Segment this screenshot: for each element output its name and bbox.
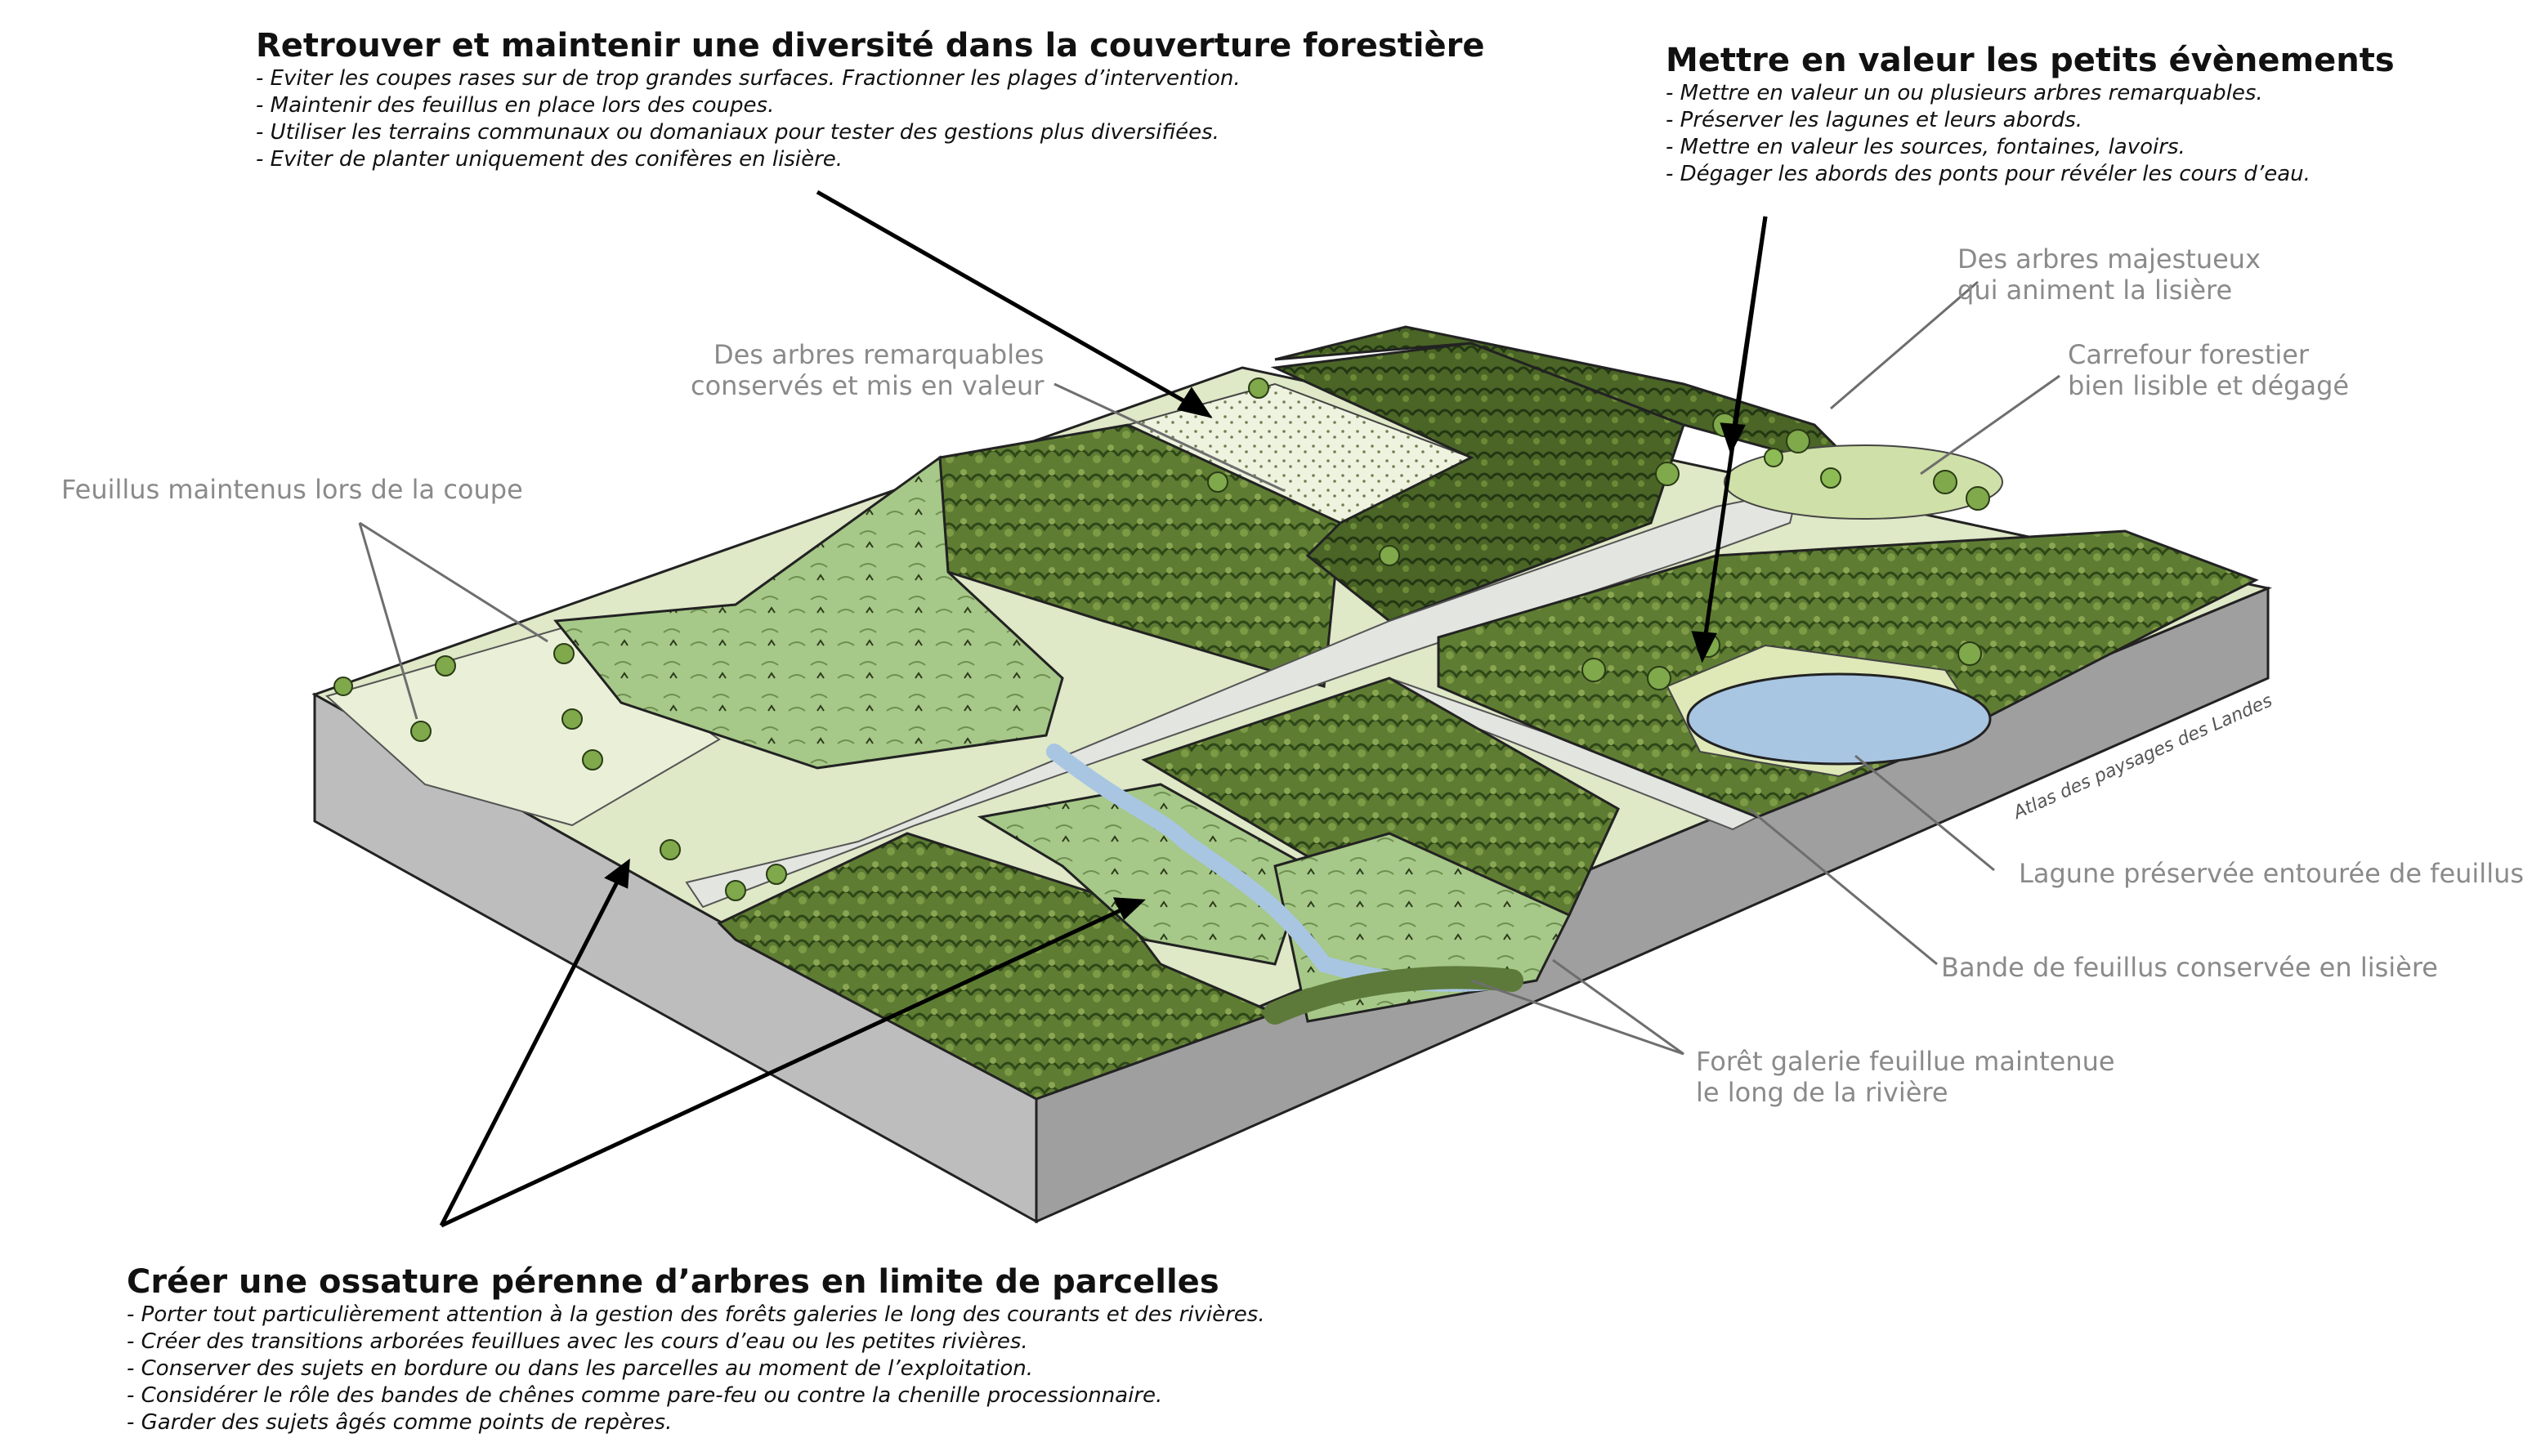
pine-stand-front-middle: [1141, 677, 1620, 917]
lagoon: [1686, 672, 1992, 766]
bullet-item: - Eviter de planter uniquement des conif…: [256, 147, 843, 172]
forest-diversity-bullets: - Eviter les coupes rases sur de trop gr…: [256, 65, 1485, 173]
callout-arrows: [439, 190, 1768, 1228]
crossroads-clearing: [1724, 444, 2003, 520]
forest-road: [685, 489, 1800, 909]
forest-diversity-title: Retrouver et maintenir une diversité dan…: [256, 27, 1485, 65]
label-broadleaf-kept: Feuillus maintenus lors de la coupe: [61, 474, 523, 505]
label-gallery-forest: Forêt galerie feuillue maintenue le long…: [1696, 1046, 2115, 1108]
bullet-item: - Considérer le rôle des bandes de chêne…: [127, 1383, 1163, 1408]
bullet-item: - Conserver des sujets en bordure ou dan…: [127, 1356, 1034, 1381]
label-line: Bande de feuillus conservée en lisière: [1941, 952, 2438, 983]
bullet-item: - Maintenir des feuillus en place lors d…: [256, 93, 775, 118]
label-line: Feuillus maintenus lors de la coupe: [61, 474, 523, 505]
label-majestic-trees: Des arbres majestueux qui animent la lis…: [1957, 243, 2261, 306]
forest-diversity-section: Retrouver et maintenir une diversité dan…: [256, 26, 1485, 173]
label-line: conservés et mis en valeur: [691, 370, 1045, 401]
label-line: Lagune préservée entourée de feuillus: [2019, 858, 2525, 889]
label-line: Des arbres remarquables: [713, 339, 1045, 370]
bullet-item: - Utiliser les terrains communaux ou dom…: [256, 120, 1219, 145]
small-events-title: Mettre en valeur les petits évènements: [1666, 42, 2395, 79]
bullet-item: - Créer des transitions arborées feuillu…: [127, 1329, 1028, 1354]
bullet-item: - Dégager les abords des ponts pour révé…: [1666, 162, 2311, 186]
label-edge-band: Bande de feuillus conservée en lisière: [1941, 952, 2438, 983]
bullet-item: - Préserver les lagunes et leurs abords.: [1666, 108, 2083, 132]
label-line: Forêt galerie feuillue maintenue: [1696, 1046, 2115, 1077]
label-leader-lines: [358, 280, 2060, 1056]
clearing-stand-front: [977, 783, 1309, 966]
tree-framework-bullets: - Porter tout particulièrement attention…: [127, 1302, 1265, 1436]
label-remarkable-trees: Des arbres remarquables conservés et mis…: [691, 339, 1044, 401]
bullet-item: - Mettre en valeur les sources, fontaine…: [1666, 135, 2185, 159]
label-line: Des arbres majestueux: [1957, 243, 2261, 275]
crossroads-trees: [1764, 448, 1841, 489]
label-line: bien lisible et dégagé: [2068, 370, 2350, 401]
gallery-forest: [1264, 966, 1523, 1025]
label-line: le long de la rivière: [1696, 1077, 1948, 1108]
label-line: qui animent la lisière: [1957, 275, 2233, 306]
tree-framework-section: Créer une ossature pérenne d’arbres en l…: [127, 1262, 1265, 1436]
small-events-bullets: - Mettre en valeur un ou plusieurs arbre…: [1666, 80, 2395, 188]
label-crossroads: Carrefour forestier bien lisible et déga…: [2068, 339, 2349, 401]
tree-framework-title: Créer une ossature pérenne d’arbres en l…: [127, 1263, 1219, 1301]
small-events-section: Mettre en valeur les petits évènements -…: [1666, 41, 2395, 188]
bullet-item: - Mettre en valeur un ou plusieurs arbre…: [1666, 81, 2263, 105]
bullet-item: - Porter tout particulièrement attention…: [127, 1302, 1265, 1327]
bullet-item: - Eviter les coupes rases sur de trop gr…: [256, 66, 1241, 91]
label-lagoon: Lagune préservée entourée de feuillus: [2019, 858, 2524, 889]
label-line: Carrefour forestier: [2068, 339, 2310, 370]
broadleaf-trees: [333, 377, 1990, 901]
clearing-stand-left: [553, 455, 1064, 770]
bullet-item: - Garder des sujets âgés comme points de…: [127, 1410, 673, 1435]
